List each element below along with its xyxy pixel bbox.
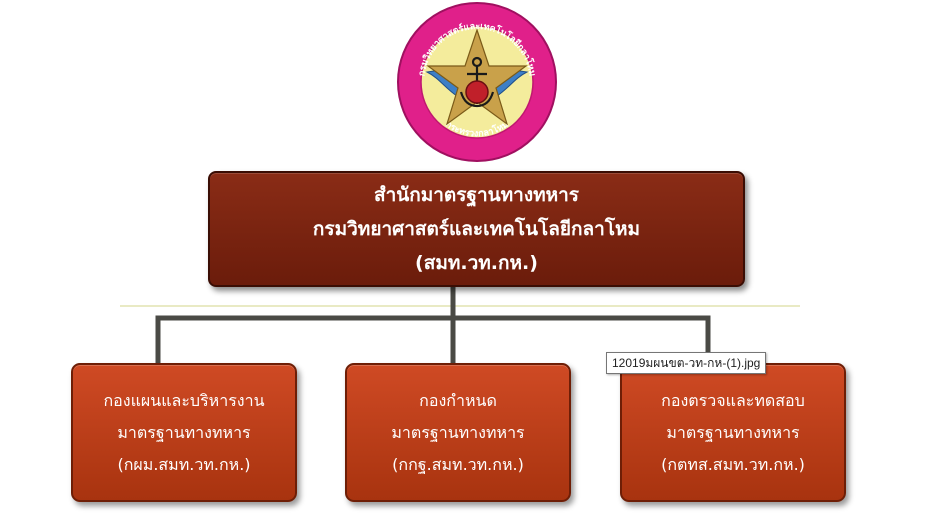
child-line: กองกำหนด: [419, 390, 497, 410]
org-child-box-specification: กองกำหนด มาตรฐานทางทหาร (กกฐ.สมท.วท.กห.): [345, 363, 571, 502]
org-child-box-planning: กองแผนและบริหารงาน มาตรฐานทางทหาร (กผม.ส…: [71, 363, 297, 502]
gear-icon: [465, 80, 489, 104]
org-root-box: สำนักมาตรฐานทางทหาร กรมวิทยาศาสตร์และเทค…: [208, 171, 745, 287]
root-title-line-2: กรมวิทยาศาสตร์และเทคโนโลยีกลาโหม: [312, 218, 641, 240]
org-child-box-inspection: กองตรวจและทดสอบ มาตรฐานทางทหาร (กตทส.สมท…: [620, 363, 846, 502]
child-line: กองตรวจและทดสอบ: [661, 390, 805, 410]
child-line: (กกฐ.สมท.วท.กห.): [392, 454, 524, 474]
child-line: มาตรฐานทางทหาร: [666, 422, 800, 442]
child-line: กองแผนและบริหารงาน: [103, 390, 265, 410]
root-title-line-1: สำนักมาตรฐานทางทหาร: [373, 184, 580, 206]
root-title-line-3: (สมท.วท.กห.): [415, 252, 538, 274]
child-line: (กผม.สมท.วท.กห.): [117, 454, 251, 474]
child-line: (กตทส.สมท.วท.กห.): [661, 454, 805, 474]
department-emblem: กรมวิทยาศาสตร์และเทคโนโลยีกลาโหม กระทรวง…: [397, 2, 557, 162]
image-filename-tooltip: 12019มผนขต-วท-กห-(1).jpg: [606, 352, 767, 374]
child-line: มาตรฐานทางทหาร: [117, 422, 251, 442]
child-line: มาตรฐานทางทหาร: [391, 422, 525, 442]
